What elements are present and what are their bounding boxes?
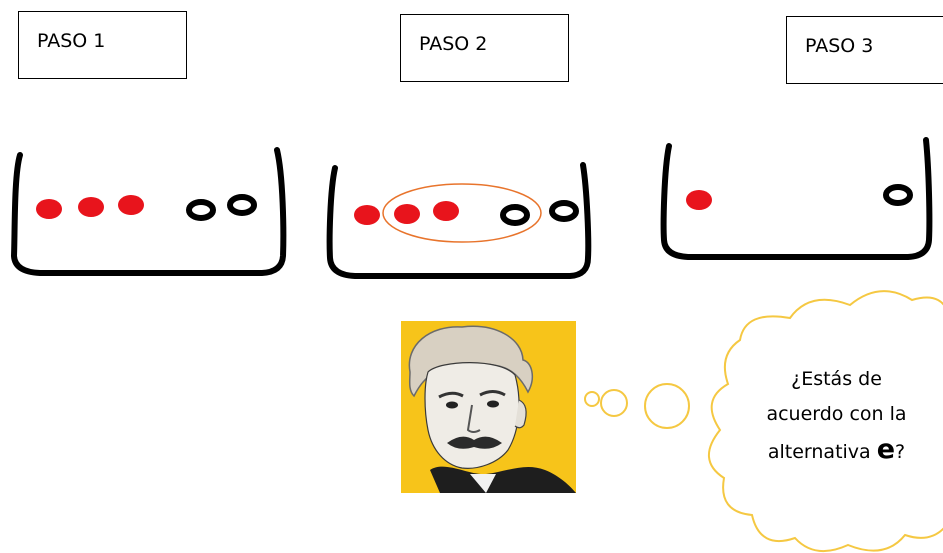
filled-dot [118, 195, 144, 215]
container-step-3 [660, 137, 933, 260]
einstein-portrait-icon [401, 321, 576, 493]
container-1-outline [10, 147, 287, 276]
step-1-box: PASO 1 [18, 11, 187, 79]
step-3-label: PASO 3 [805, 35, 874, 57]
container-step-2 [326, 162, 592, 279]
filled-dot [36, 199, 62, 219]
thought-emphasis-letter: e [876, 434, 896, 465]
filled-dot [78, 197, 104, 217]
step-2-box: PASO 2 [400, 14, 569, 82]
step-1-label: PASO 1 [37, 30, 106, 52]
thought-trail-medium [600, 389, 628, 417]
thought-trail-small [584, 391, 600, 407]
hollow-dot [883, 184, 913, 206]
hollow-dot [186, 199, 216, 221]
container-2-outline [326, 162, 592, 279]
hollow-dot [227, 194, 257, 216]
thought-line-3: alternativa e? [734, 432, 939, 470]
step-3-box: PASO 3 [786, 16, 943, 84]
selection-ellipse [382, 183, 542, 243]
thought-bubble [708, 290, 943, 553]
thought-line-1: ¿Estás de [791, 368, 882, 390]
filled-dot [354, 205, 380, 225]
thought-trail-large [644, 383, 690, 429]
thought-line-2: acuerdo con la [766, 403, 907, 425]
thought-line-3-prefix: alternativa [767, 441, 877, 463]
thought-line-3-suffix: ? [895, 441, 906, 463]
filled-dot [433, 201, 459, 221]
thought-text: ¿Estás de acuerdo con la alternativa e? [734, 362, 939, 470]
step-2-label: PASO 2 [419, 33, 488, 55]
filled-dot [394, 204, 420, 224]
filled-dot [686, 190, 712, 210]
container-step-1 [10, 147, 287, 276]
hollow-dot [500, 204, 530, 226]
hollow-dot [549, 200, 579, 222]
container-3-outline [660, 137, 933, 260]
